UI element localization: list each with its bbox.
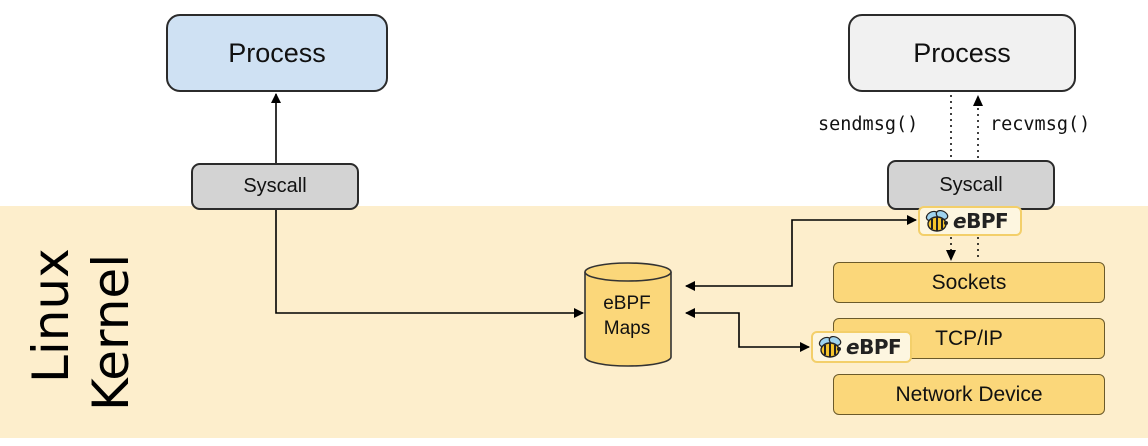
sockets-arrowhead — [946, 250, 956, 261]
bee-icon — [925, 209, 949, 232]
process-right: Process — [848, 14, 1076, 92]
syscall-right: Syscall — [887, 160, 1055, 210]
ebpf-badge-text: eBPF — [953, 209, 1009, 233]
ebpf-badge-socket-hook: eBPF — [918, 206, 1022, 236]
ebpf-maps-line1: eBPF — [603, 293, 651, 314]
recvmsg-label: recvmsg() — [990, 114, 1091, 135]
ebpf-maps-line2: Maps — [603, 318, 651, 339]
recvmsg-arrowhead — [973, 95, 983, 106]
process-left: Process — [166, 14, 388, 92]
ebpf-badge-tcp-hook: eBPF — [811, 331, 912, 363]
sockets-layer: Sockets — [833, 262, 1105, 303]
ebpf-maps-label: eBPF Maps — [584, 291, 670, 341]
sendmsg-label: sendmsg() — [818, 114, 919, 135]
bee-icon — [818, 335, 842, 358]
maps-to-tcp-hook-arrow — [685, 308, 810, 352]
ebpf-badge-text: eBPF — [846, 335, 902, 359]
ebpf-maps-cylinder-icon — [584, 262, 672, 367]
network-device-layer: Network Device — [833, 374, 1105, 415]
maps-to-socket-hook-arrow — [685, 215, 917, 291]
syscall-left: Syscall — [191, 163, 359, 210]
syscall-to-maps-arrow — [275, 210, 584, 318]
